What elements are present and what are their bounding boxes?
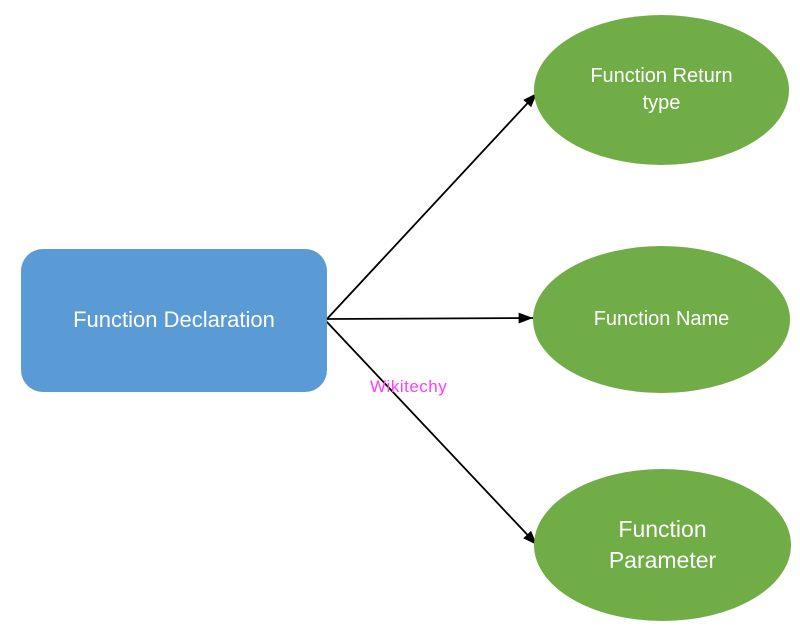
watermark-text: Wikitechy [370,377,448,396]
node-function-declaration: Function Declaration [21,249,327,392]
arrow-to-name [325,312,534,324]
node-function-parameter-label: Function Parameter [608,515,717,573]
arrow-to-return-type [325,92,538,321]
node-function-name-label: Function Name [593,308,730,330]
arrow-to-parameter [325,320,538,546]
node-function-declaration-label: Function Declaration [73,307,275,333]
node-function-parameter: Function Parameter [534,469,791,621]
node-function-return-type-label: Function Return type [590,65,733,114]
node-function-name: Function Name [533,246,790,393]
node-function-return-type: Function Return type [534,15,789,165]
